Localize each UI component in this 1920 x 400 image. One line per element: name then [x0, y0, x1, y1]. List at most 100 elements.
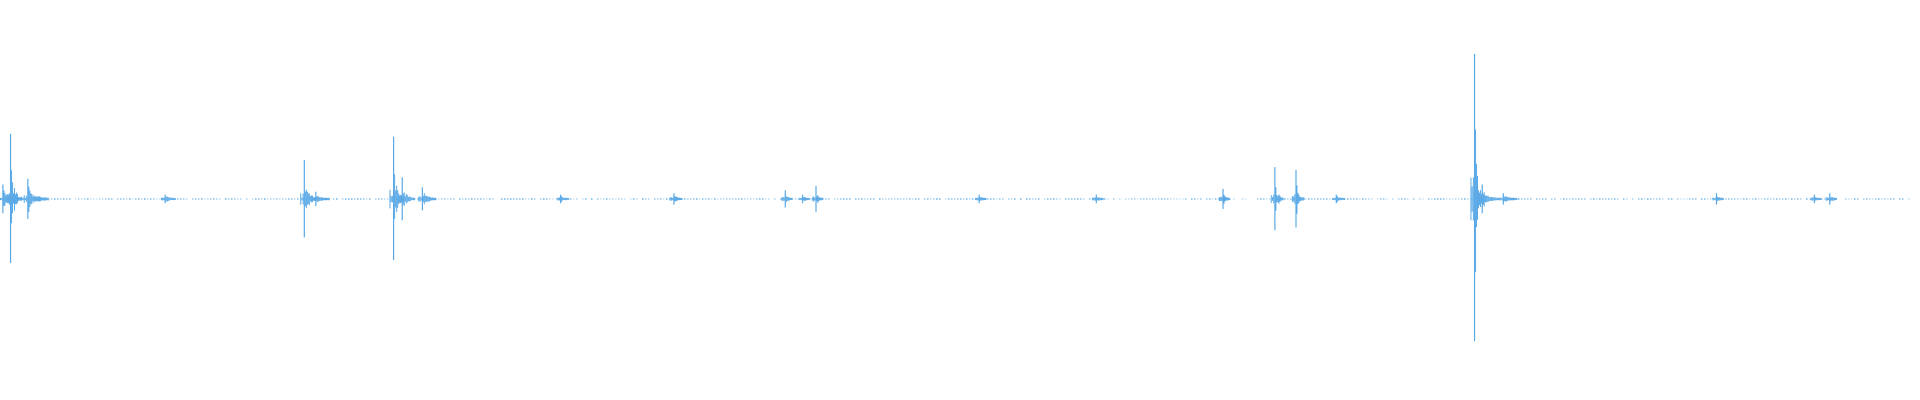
- waveform-baseline-sample: [1035, 198, 1037, 200]
- waveform-baseline-sample: [507, 198, 509, 200]
- waveform-baseline-sample: [993, 198, 995, 200]
- waveform-baseline-sample: [1194, 198, 1196, 200]
- waveform-baseline-sample: [255, 198, 257, 200]
- waveform-baseline-sample: [1782, 198, 1784, 200]
- waveform-baseline-sample: [273, 198, 275, 200]
- waveform-baseline-sample: [1608, 198, 1610, 200]
- waveform-baseline-sample: [186, 198, 188, 200]
- waveform-baseline-sample: [69, 198, 71, 200]
- waveform-baseline-sample: [1884, 198, 1886, 200]
- waveform-baseline-sample: [660, 198, 662, 200]
- waveform-baseline-sample: [1077, 198, 1079, 200]
- waveform-baseline-sample: [333, 198, 335, 200]
- waveform-baseline-sample: [1002, 198, 1004, 200]
- waveform-baseline-sample: [1602, 198, 1604, 200]
- waveform-baseline-sample: [357, 198, 359, 200]
- waveform-peak: [798, 194, 810, 204]
- waveform-baseline-sample: [1131, 198, 1133, 200]
- waveform-baseline-sample: [342, 198, 344, 200]
- waveform-baseline-sample: [585, 198, 587, 200]
- waveform-baseline-sample: [159, 198, 161, 200]
- waveform-baseline-sample: [1167, 198, 1169, 200]
- waveform-baseline: [0, 198, 1910, 200]
- waveform-baseline-sample: [693, 198, 695, 200]
- waveform-baseline-sample: [264, 198, 266, 200]
- waveform-baseline-sample: [900, 198, 902, 200]
- waveform-baseline-sample: [1260, 198, 1262, 200]
- waveform-baseline-sample: [855, 198, 857, 200]
- waveform-baseline-sample: [1113, 198, 1115, 200]
- waveform-baseline-sample: [1452, 198, 1454, 200]
- waveform-baseline-sample: [1014, 198, 1016, 200]
- waveform-baseline-sample: [735, 198, 737, 200]
- waveform-baseline-sample: [204, 198, 206, 200]
- waveform-baseline-sample: [1725, 198, 1727, 200]
- waveform-baseline-sample: [1176, 198, 1178, 200]
- waveform-baseline-sample: [1359, 198, 1361, 200]
- waveform-baseline-sample: [225, 198, 227, 200]
- waveform-baseline-sample: [1701, 198, 1703, 200]
- waveform-baseline-sample: [534, 198, 536, 200]
- waveform-baseline-sample: [99, 198, 101, 200]
- waveform-baseline-sample: [945, 198, 947, 200]
- waveform-baseline-sample: [1449, 198, 1451, 200]
- waveform-baseline-sample: [714, 198, 716, 200]
- waveform-baseline-sample: [702, 198, 704, 200]
- waveform-baseline-sample: [504, 198, 506, 200]
- waveform-baseline-sample: [738, 198, 740, 200]
- waveform-baseline-sample: [417, 198, 419, 200]
- waveform-baseline-sample: [447, 198, 449, 200]
- waveform-baseline-sample: [1434, 198, 1436, 200]
- waveform-baseline-sample: [1527, 198, 1529, 200]
- waveform-baseline-sample: [636, 198, 638, 200]
- waveform-peak: [1332, 194, 1345, 204]
- waveform-baseline-sample: [624, 198, 626, 200]
- waveform-baseline-sample: [1350, 198, 1352, 200]
- waveform-baseline-sample: [117, 198, 119, 200]
- waveform-baseline-sample: [1245, 198, 1247, 200]
- waveform-baseline-sample: [1857, 198, 1859, 200]
- waveform-baseline-sample: [1257, 198, 1259, 200]
- waveform-baseline-sample: [654, 198, 656, 200]
- waveform-baseline-sample: [846, 198, 848, 200]
- waveform-baseline-sample: [1419, 198, 1421, 200]
- waveform-baseline-sample: [1398, 198, 1400, 200]
- waveform-baseline-sample: [135, 198, 137, 200]
- waveform-baseline-sample: [174, 198, 176, 200]
- waveform-baseline-sample: [120, 198, 122, 200]
- waveform-baseline-sample: [885, 198, 887, 200]
- waveform-baseline-sample: [51, 198, 53, 200]
- waveform-baseline-sample: [297, 198, 299, 200]
- waveform-baseline-sample: [969, 198, 971, 200]
- waveform-baseline-sample: [489, 198, 491, 200]
- waveform-baseline-sample: [366, 198, 368, 200]
- waveform-baseline-sample: [780, 198, 782, 200]
- waveform-baseline-sample: [1032, 198, 1034, 200]
- waveform-baseline-sample: [927, 198, 929, 200]
- waveform-baseline-sample: [582, 198, 584, 200]
- waveform-baseline-sample: [1347, 198, 1349, 200]
- waveform-baseline-sample: [1824, 198, 1826, 200]
- waveform-baseline-sample: [1107, 198, 1109, 200]
- waveform-baseline-sample: [840, 198, 842, 200]
- waveform-baseline-sample: [618, 198, 620, 200]
- waveform-baseline-sample: [216, 198, 218, 200]
- waveform-baseline-sample: [792, 198, 794, 200]
- waveform-baseline-sample: [591, 198, 593, 200]
- waveform-baseline-sample: [90, 198, 92, 200]
- waveform-baseline-sample: [48, 198, 50, 200]
- waveform-baseline-sample: [1650, 198, 1652, 200]
- waveform-baseline-sample: [966, 198, 968, 200]
- waveform-baseline-sample: [1065, 198, 1067, 200]
- waveform-peak: [1825, 193, 1838, 205]
- waveform-baseline-sample: [1575, 198, 1577, 200]
- waveform-baseline-sample: [1437, 198, 1439, 200]
- waveform-baseline-sample: [1284, 198, 1286, 200]
- waveform-baseline-sample: [1140, 198, 1142, 200]
- waveform-baseline-sample: [669, 198, 671, 200]
- waveform-baseline-sample: [450, 198, 452, 200]
- waveform-baseline-sample: [441, 198, 443, 200]
- waveform-baseline-sample: [1686, 198, 1688, 200]
